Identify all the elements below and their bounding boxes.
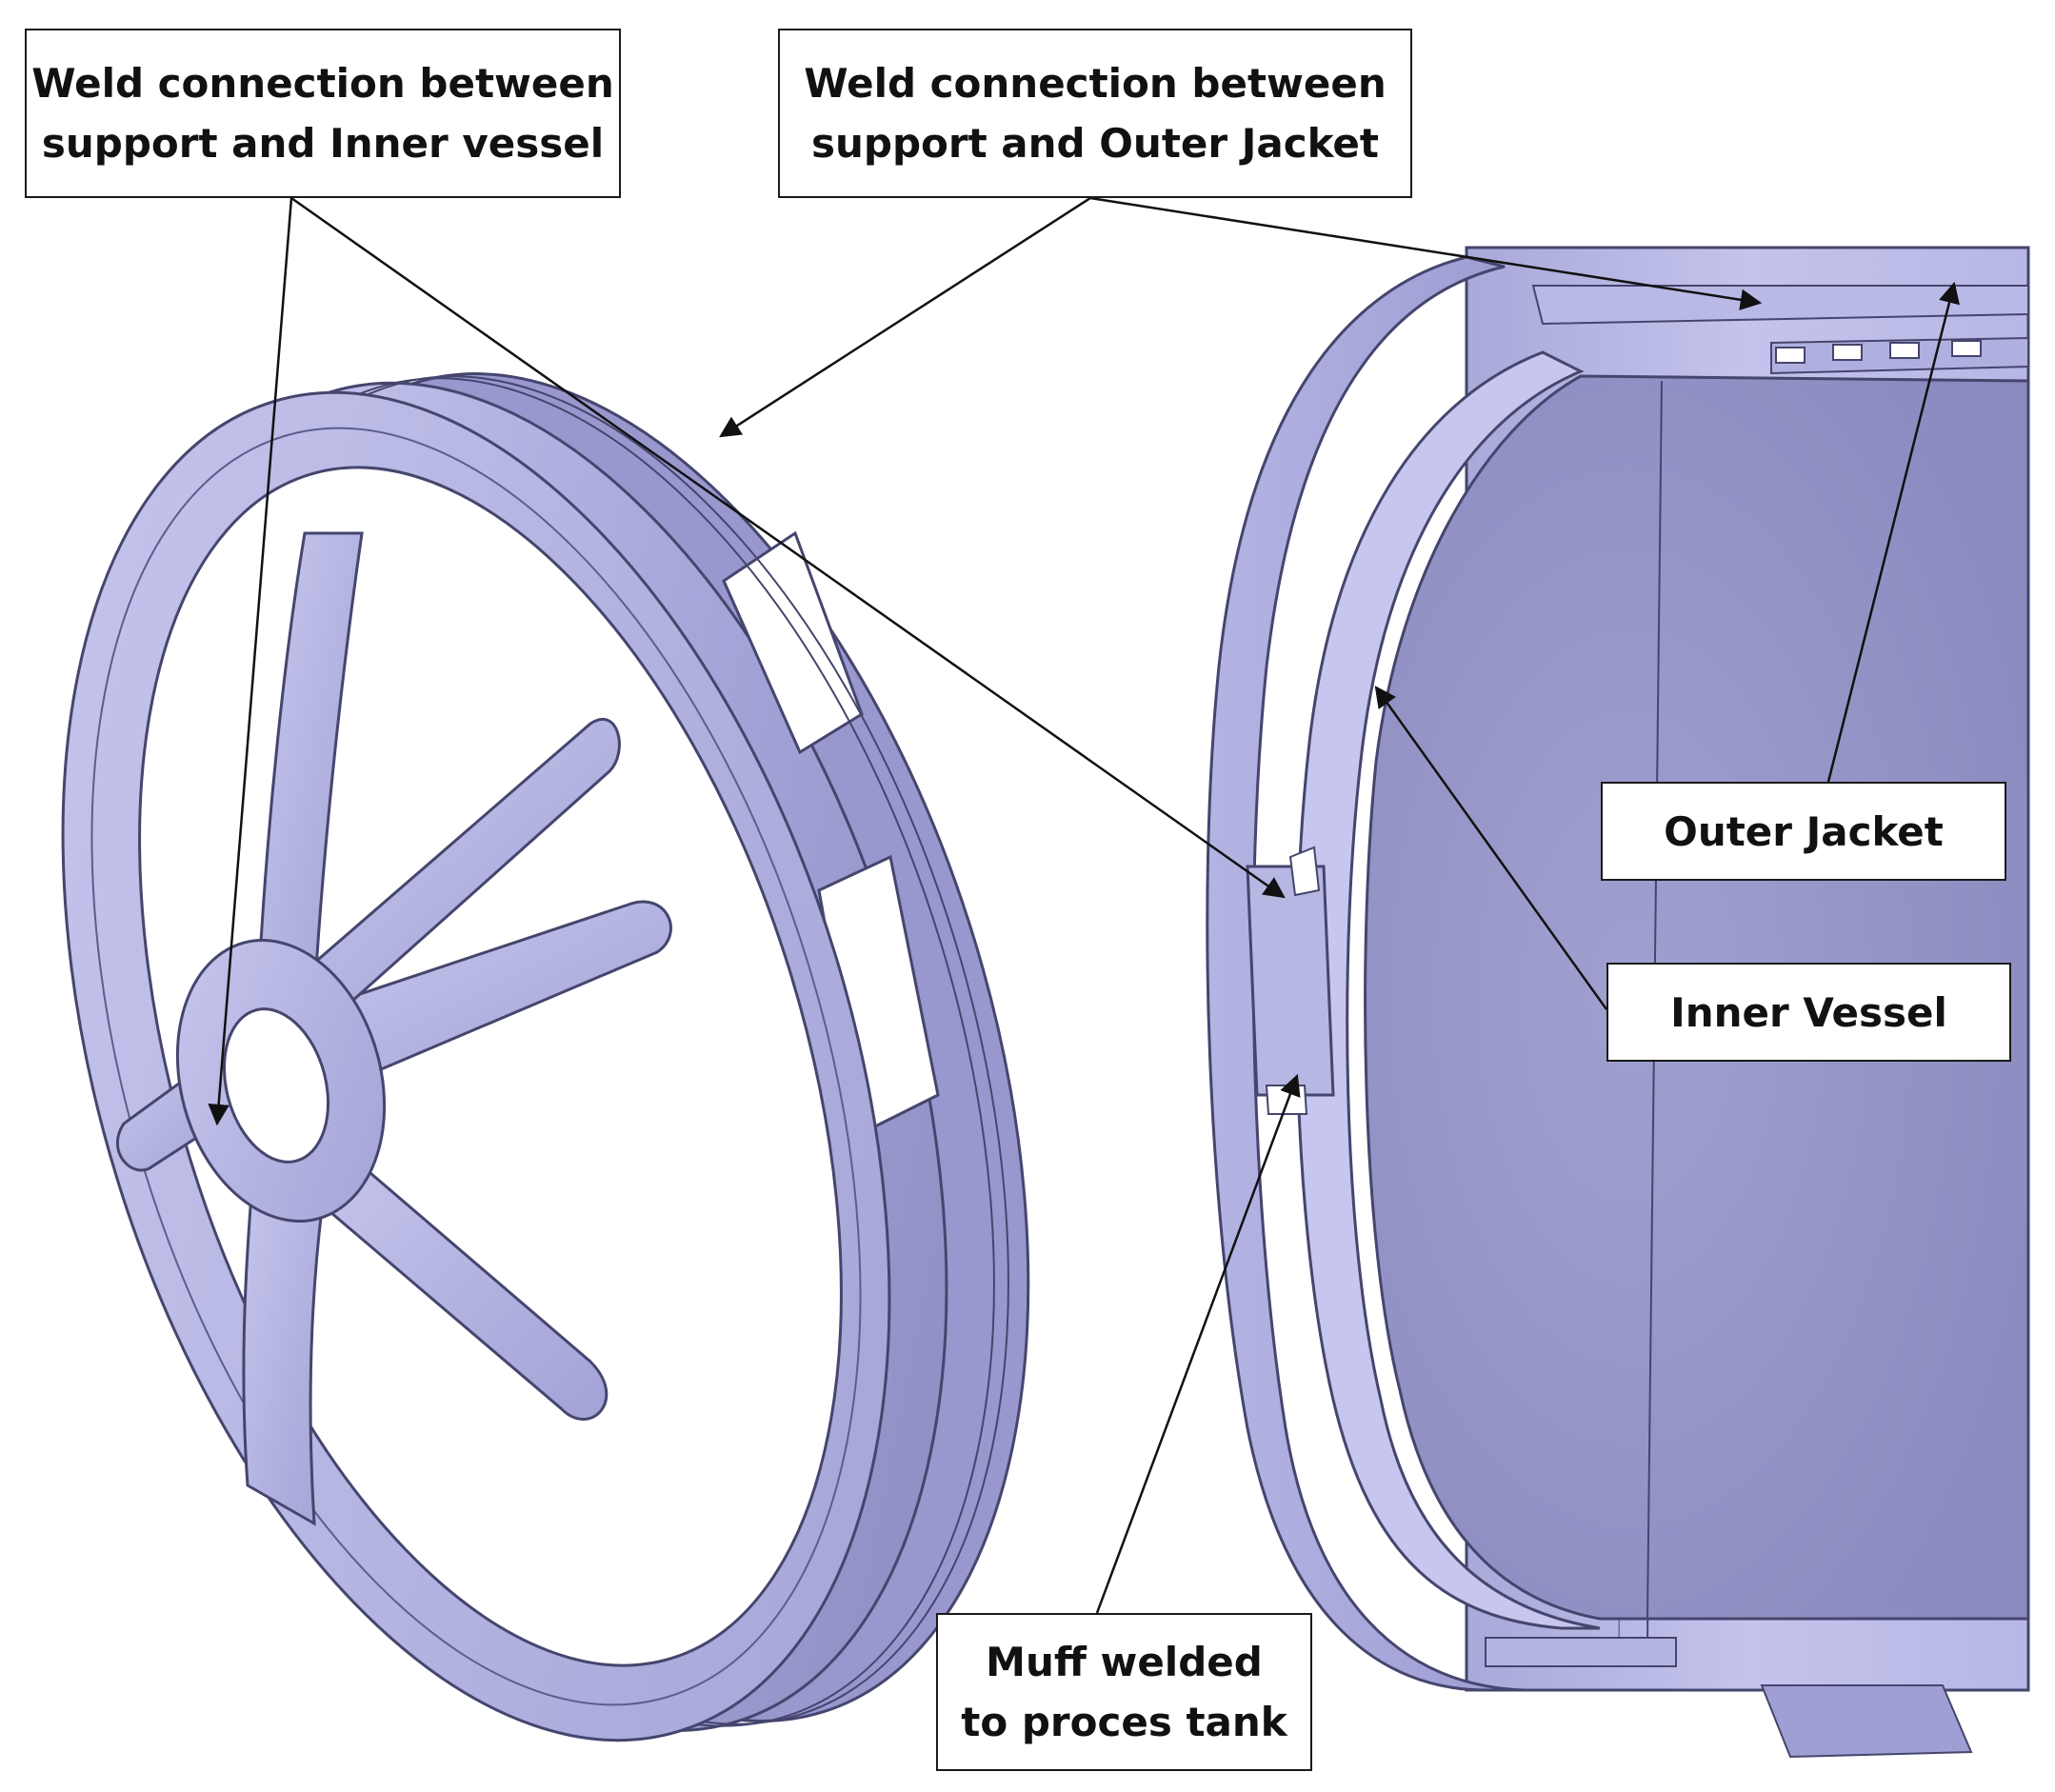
outer-jacket-head bbox=[1206, 255, 1525, 1692]
top-slots bbox=[1775, 340, 1982, 364]
tank-foot bbox=[1485, 1637, 1677, 1667]
callout-outer-jacket: Outer Jacket bbox=[1601, 782, 2006, 881]
callout-support-outer-weld: Weld connection between support and Oute… bbox=[778, 29, 1412, 198]
leader-inner-weld-muff bbox=[290, 196, 1286, 899]
spoke-right bbox=[312, 900, 672, 1087]
support-spokes bbox=[116, 531, 672, 1526]
spoke-upper bbox=[255, 531, 364, 1011]
muff-detail bbox=[1288, 846, 1321, 897]
spoke-upper-right bbox=[302, 717, 621, 1012]
tank-foot bbox=[1760, 1684, 1973, 1759]
spoke-lower bbox=[242, 1122, 335, 1526]
inner-vessel-rim bbox=[1294, 350, 1601, 1630]
support-hub-bore bbox=[222, 1007, 330, 1164]
leader-inner-weld-hub bbox=[208, 197, 293, 1126]
muff bbox=[1246, 865, 1335, 1097]
leader-outer-jacket bbox=[1826, 281, 1960, 783]
spoke-lower-right bbox=[303, 1130, 609, 1421]
callout-support-inner-weld: Weld connection between support and Inne… bbox=[25, 29, 621, 198]
leader-outer-weld-ring bbox=[719, 196, 1091, 438]
leader-outer-weld-tank bbox=[1089, 196, 1763, 310]
leader-lines bbox=[208, 196, 1960, 1614]
callout-muff: Muff welded to proces tank bbox=[936, 1613, 1312, 1771]
jacket-top-detail bbox=[1531, 285, 2029, 326]
callout-inner-vessel: Inner Vessel bbox=[1606, 963, 2011, 1062]
support-ring bbox=[61, 372, 1030, 1742]
leader-inner-vessel bbox=[1374, 686, 1608, 1010]
leader-muff bbox=[1095, 1073, 1301, 1614]
muff-detail bbox=[1265, 1085, 1308, 1115]
